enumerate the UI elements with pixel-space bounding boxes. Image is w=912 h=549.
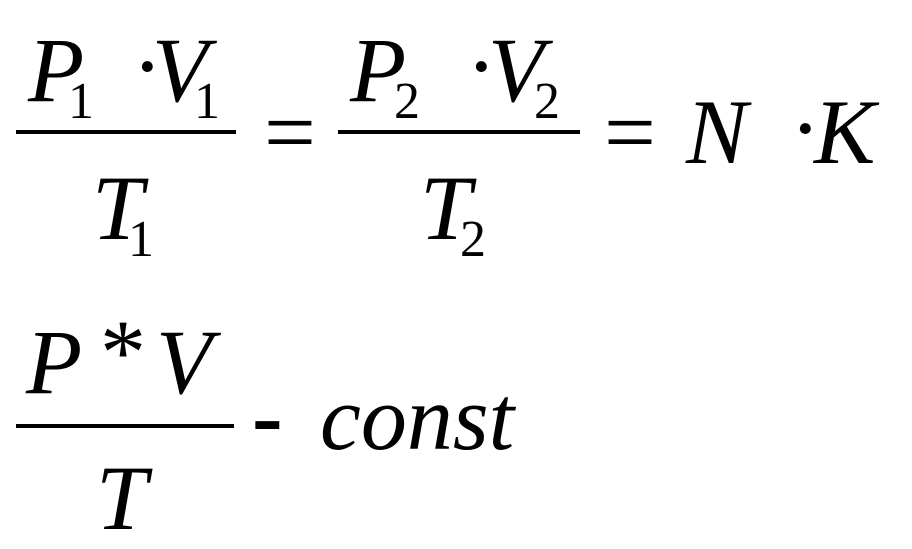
multiply-dot: · (790, 77, 821, 179)
volume-symbol: V (156, 311, 213, 413)
pressure-symbol: P (350, 19, 407, 121)
temperature-symbol: T (96, 447, 148, 549)
fraction-bar (16, 130, 236, 134)
pressure-symbol: P (26, 311, 83, 413)
temperature-symbol: T (420, 157, 472, 259)
temperature-subscript: 2 (460, 211, 486, 268)
pressure-symbol: P (28, 19, 85, 121)
volume-subscript: 2 (534, 73, 560, 130)
equals-sign: = (264, 81, 316, 183)
constant-word: const (320, 367, 515, 469)
count-symbol: N (686, 81, 748, 183)
volume-symbol: V (488, 19, 545, 121)
volume-subscript: 1 (194, 73, 220, 130)
multiply-dot: · (466, 15, 497, 117)
temperature-symbol: T (92, 157, 144, 259)
pressure-subscript: 1 (68, 73, 94, 130)
equals-sign: = (604, 81, 656, 183)
volume-symbol: V (152, 19, 209, 121)
fraction-bar (338, 130, 580, 134)
multiply-dot: · (132, 15, 163, 117)
fraction-bar (16, 424, 234, 428)
constant-symbol: K (814, 81, 876, 183)
pressure-subscript: 2 (394, 73, 420, 130)
dash-operator: - (252, 365, 283, 467)
temperature-subscript: 1 (128, 211, 154, 268)
asterisk-operator: * (100, 301, 146, 403)
